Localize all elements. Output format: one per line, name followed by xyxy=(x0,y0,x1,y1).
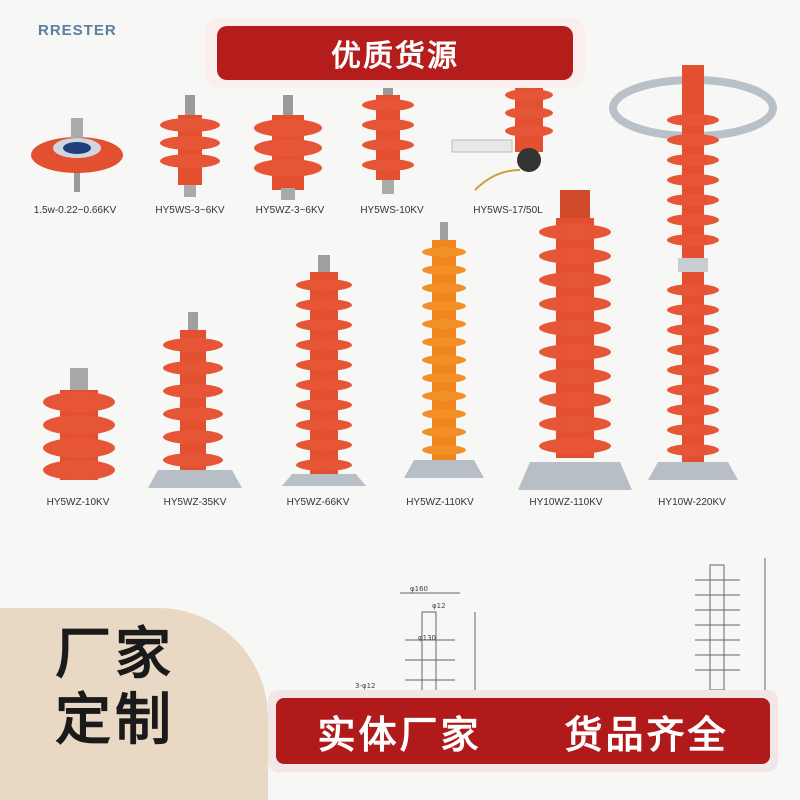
dim-3: φ130 xyxy=(418,634,436,642)
label-product-2: HY5WZ-3~6KV xyxy=(255,205,325,216)
label-product-6: HY5WZ-35KV xyxy=(163,497,227,508)
dim-1: φ160 xyxy=(410,585,428,593)
label-product-3: HY5WS-10KV xyxy=(360,205,424,216)
bottom-banner-text-2: 货品齐全 xyxy=(564,712,729,757)
corner-block xyxy=(0,608,268,800)
arrester-lv xyxy=(31,118,123,192)
arrester-hy5wz-10 xyxy=(43,368,115,480)
arrester-hy5wz-66 xyxy=(282,255,366,486)
arrester-hy5ws-17-50l xyxy=(451,82,553,191)
bottom-banner: 实体厂家 货品齐全 xyxy=(268,690,778,772)
technical-drawing-small: φ160 φ12 φ130 3-φ12 xyxy=(355,585,476,693)
arrester-hy5ws-3-6 xyxy=(160,95,220,197)
brand-text: RRESTER xyxy=(38,22,117,39)
label-product-10: HY10W-220KV xyxy=(658,497,726,508)
arrester-hy5wz-3-6 xyxy=(254,95,322,200)
arrester-hy10w-220 xyxy=(609,65,777,480)
label-product-0: 1.5w-0.22~0.66KV xyxy=(33,205,117,216)
corner-line-2: 定制 xyxy=(55,688,175,753)
arrester-hy5ws-10 xyxy=(362,80,414,194)
arrester-hy5wz-35 xyxy=(148,312,242,488)
label-product-1: HY5WS-3~6KV xyxy=(155,205,225,216)
corner-text: 厂家 定制 xyxy=(55,622,175,754)
corner-line-1: 厂家 xyxy=(55,622,175,687)
arrester-hy10wz-110 xyxy=(518,190,632,490)
label-product-8: HY5WZ-110KV xyxy=(406,497,474,508)
label-product-4: HY5WS-17/50L xyxy=(473,205,543,216)
dim-2: φ12 xyxy=(432,602,446,610)
top-banner-text: 优质货源 xyxy=(217,26,573,80)
technical-drawing-large xyxy=(695,558,766,691)
arrester-hy5wz-110 xyxy=(404,222,484,478)
bottom-banner-text-1: 实体厂家 xyxy=(317,712,482,757)
label-product-7: HY5WZ-66KV xyxy=(286,497,350,508)
label-product-9: HY10WZ-110KV xyxy=(529,497,603,508)
label-product-5: HY5WZ-10KV xyxy=(46,497,110,508)
dim-4: 3-φ12 xyxy=(355,682,376,690)
top-banner: 优质货源 xyxy=(205,18,585,88)
